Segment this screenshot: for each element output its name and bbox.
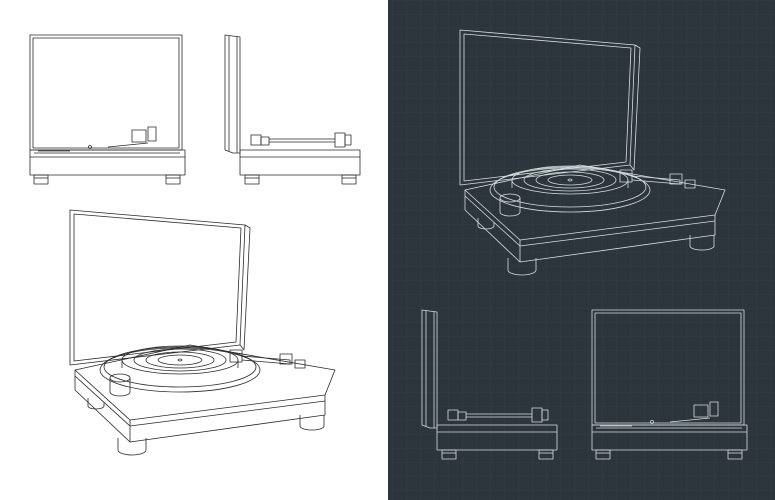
light-panel-background: [0, 0, 388, 500]
blueprint-grid: [388, 0, 775, 500]
